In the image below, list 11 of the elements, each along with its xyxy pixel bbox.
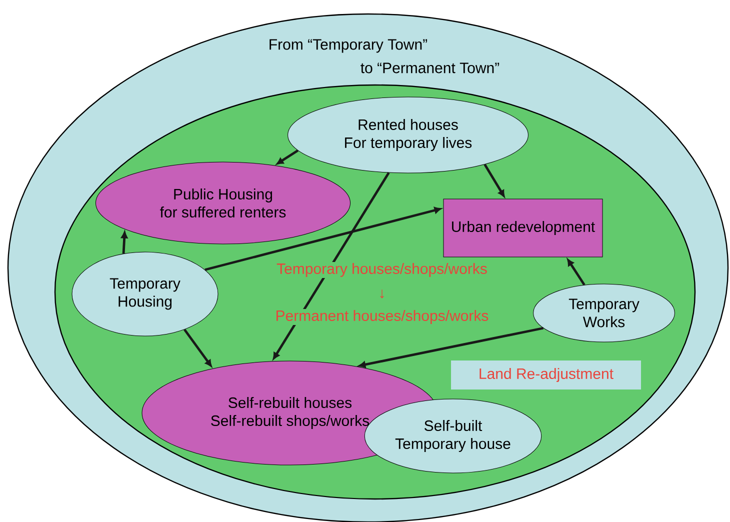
label-box: Land Re-adjustment <box>451 360 641 390</box>
arrow <box>567 259 586 286</box>
arrow <box>184 328 212 367</box>
arrow <box>484 164 505 197</box>
process-text: Permanent houses/shops/works <box>274 309 490 325</box>
process-box: Urban redevelopment <box>443 198 603 258</box>
process-text: Temporary houses/shops/works <box>276 262 488 278</box>
arrow <box>276 149 299 164</box>
arrow <box>204 207 442 271</box>
arrow <box>358 326 544 368</box>
arrow <box>121 232 128 254</box>
